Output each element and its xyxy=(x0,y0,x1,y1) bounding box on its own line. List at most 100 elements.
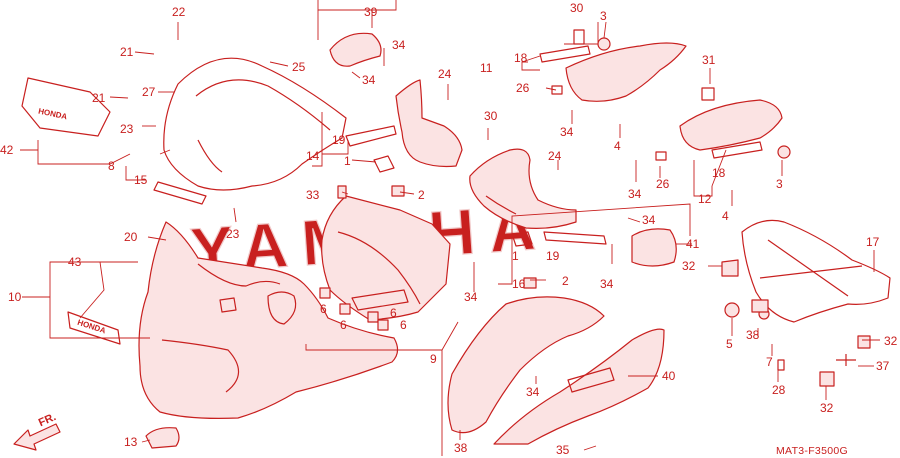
part-grommet-35 xyxy=(751,299,769,313)
part-strip-17 xyxy=(153,181,207,205)
part-grommet-3-upper xyxy=(597,37,611,51)
callout-6-a: 6 xyxy=(320,302,327,316)
part-rubber-6-a xyxy=(319,287,331,299)
callout-39: 39 xyxy=(364,5,378,19)
callout-17: 15 xyxy=(134,173,148,187)
part-nut-2-lower xyxy=(523,277,537,289)
callout-6-b: 6 xyxy=(340,318,347,332)
part-bolt-30-upper xyxy=(573,29,585,45)
callout-18-upper: 18 xyxy=(514,51,528,65)
callout-4-lower: 4 xyxy=(722,209,729,223)
part-rubber-6-b xyxy=(339,303,351,315)
callout-14: 17 xyxy=(866,235,880,249)
callout-29: 30 xyxy=(484,109,498,123)
callout-13: 13 xyxy=(124,435,138,449)
callout-34-f: 34 xyxy=(642,213,656,227)
part-screw-28 xyxy=(777,359,785,371)
inner-panel-right-edge xyxy=(485,195,517,215)
callout-34-d: 34 xyxy=(560,125,574,139)
callout-1-upper: 1 xyxy=(344,154,351,168)
callout-6-c: 6 xyxy=(390,306,397,320)
part-decal-43 xyxy=(67,311,121,345)
part-bracket-1-upper xyxy=(373,155,395,173)
callout-23-lower: 23 xyxy=(226,227,240,241)
callout-41: 41 xyxy=(686,237,700,251)
callout-16: 16 xyxy=(512,277,526,291)
callout-37: 37 xyxy=(876,359,890,373)
callout-22: 22 xyxy=(172,5,186,19)
decal-42-text: HONDA xyxy=(37,107,68,122)
callout-34-c: 34 xyxy=(464,290,478,304)
part-rubber-6-d xyxy=(377,319,389,331)
callout-28: 28 xyxy=(772,383,786,397)
part-clip-26-upper xyxy=(551,85,563,95)
callout-34-h: 34 xyxy=(526,385,540,399)
part-air-duct-38 xyxy=(447,296,605,434)
part-bracket-1-lower xyxy=(511,231,533,247)
part-bracket-39 xyxy=(329,32,382,67)
part-bolt-30-lower xyxy=(701,87,715,101)
part-upper-cowl-10 xyxy=(138,221,399,419)
part-strip-18-upper xyxy=(539,45,591,63)
callout-32-lower: 32 xyxy=(820,401,834,415)
callout-21-upper: 21 xyxy=(120,45,134,59)
callout-21-lower: 21 xyxy=(92,91,106,105)
part-grommet-5 xyxy=(724,302,740,318)
part-strip-19-upper xyxy=(345,125,397,147)
callout-38: 38 xyxy=(454,441,468,455)
part-side-panel-12 xyxy=(679,99,783,151)
lower-panel-cutout xyxy=(567,367,615,393)
callout-32-upper: 32 xyxy=(884,334,898,348)
part-decal-42 xyxy=(21,77,111,137)
windscreen-inner-line xyxy=(195,79,331,131)
part-rubber-6-c xyxy=(367,311,379,323)
part-bracket-41 xyxy=(631,228,677,267)
cowl-intake-edge xyxy=(161,339,240,393)
windscreen-glare-line xyxy=(197,139,223,173)
cowl-side-vent xyxy=(267,291,297,325)
callout-8: 8 xyxy=(108,159,115,173)
callout-30-lower: 31 xyxy=(702,53,716,67)
front-direction-arrow: FR. xyxy=(13,411,61,451)
part-inner-panel-left xyxy=(395,79,463,168)
part-bolt-37 xyxy=(836,354,856,366)
callout-20: 20 xyxy=(124,230,138,244)
callout-11: 11 xyxy=(480,61,493,75)
cowl-inner-edge xyxy=(197,263,281,287)
part-stay-14 xyxy=(741,219,891,323)
part-windscreen-8 xyxy=(163,57,347,191)
callout-26-lower: 26 xyxy=(656,177,670,191)
inner-fairing-rib xyxy=(337,231,421,305)
callout-15: 14 xyxy=(306,149,320,163)
callout-12: 12 xyxy=(698,192,712,206)
callout-2-upper: 2 xyxy=(418,188,425,202)
callout-7: 7 xyxy=(766,355,773,369)
callout-19-lower: 19 xyxy=(546,249,560,263)
cowl-mirror-mount xyxy=(219,297,237,313)
callout-24-b: 24 xyxy=(548,149,562,163)
callout-26-upper: 26 xyxy=(516,81,530,95)
callout-25: 25 xyxy=(292,60,306,74)
callout-34-e: 34 xyxy=(628,187,642,201)
part-grommet-3-lower xyxy=(777,145,791,159)
leader-lines xyxy=(20,0,880,456)
part-strip-18-lower xyxy=(711,141,763,159)
diagram-code: MAT3-F3500G xyxy=(776,445,848,457)
callout-34-b: 34 xyxy=(362,73,376,87)
part-nut-2-upper xyxy=(391,185,405,197)
callout-18-lower: 18 xyxy=(712,166,726,180)
part-shapes: HONDA HONDA xyxy=(21,29,891,449)
callout-1-lower: 1 xyxy=(512,249,519,263)
part-strip-19-lower xyxy=(543,231,607,245)
callout-3-lower: 3 xyxy=(776,177,783,191)
callout-34-i: 35 xyxy=(556,443,570,457)
part-cap-13 xyxy=(145,427,180,449)
callout-19-upper: 19 xyxy=(332,133,346,147)
callout-10: 10 xyxy=(8,290,22,304)
part-rubber-31 xyxy=(721,259,739,277)
part-lower-panel-40 xyxy=(493,328,665,445)
part-side-panel-11 xyxy=(565,42,687,102)
part-bolt-32-upper xyxy=(857,335,871,349)
